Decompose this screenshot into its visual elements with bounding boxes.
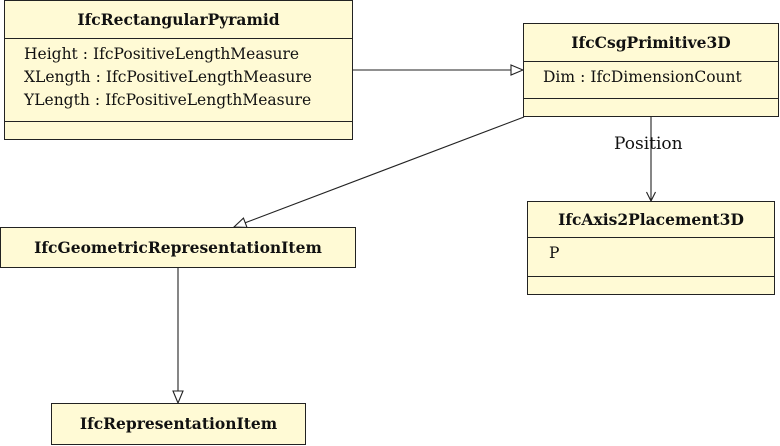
attribute-colon: :	[94, 91, 101, 109]
attribute-type: IfcPositiveLengthMeasure	[105, 68, 312, 86]
attribute-name: Height	[24, 45, 78, 63]
class-name: IfcRectangularPyramid	[77, 10, 280, 29]
attributes-section: Height:IfcPositiveLengthMeasure XLength:…	[5, 39, 352, 121]
attributes-section: P	[528, 238, 774, 276]
class-name: IfcAxis2Placement3D	[558, 210, 744, 229]
class-name: IfcRepresentationItem	[79, 414, 278, 433]
class-box-ifc-axis2-placement-3d: IfcAxis2Placement3D P	[527, 201, 775, 295]
operations-separator	[5, 121, 352, 122]
attribute-type: IfcPositiveLengthMeasure	[93, 45, 300, 63]
attribute-row: Dim:IfcDimensionCount	[543, 66, 778, 89]
attribute-name: Dim	[543, 68, 576, 86]
attribute-name: P	[549, 244, 560, 262]
attribute-row: P	[549, 242, 774, 265]
attribute-row: Height:IfcPositiveLengthMeasure	[24, 43, 352, 66]
class-box-ifc-csg-primitive-3d: IfcCsgPrimitive3D Dim:IfcDimensionCount	[523, 23, 779, 117]
attribute-row: YLength:IfcPositiveLengthMeasure	[24, 89, 352, 112]
class-name: IfcGeometricRepresentationItem	[34, 237, 322, 257]
operations-separator	[528, 276, 774, 277]
attribute-name: YLength	[24, 91, 90, 109]
attribute-type: IfcPositiveLengthMeasure	[105, 91, 312, 109]
class-box-ifc-representation-item: IfcRepresentationItem	[51, 403, 306, 445]
attribute-colon: :	[82, 45, 89, 63]
attribute-row: XLength:IfcPositiveLengthMeasure	[24, 66, 352, 89]
attributes-separator	[524, 61, 778, 62]
attribute-name: XLength	[24, 68, 91, 86]
attribute-colon: :	[580, 68, 586, 86]
attributes-separator	[5, 38, 352, 39]
attributes-section: Dim:IfcDimensionCount	[524, 62, 778, 98]
attribute-type: IfcDimensionCount	[590, 68, 742, 86]
operations-separator	[524, 98, 778, 99]
attribute-colon: :	[95, 68, 101, 86]
attributes-separator	[528, 237, 774, 238]
class-name: IfcCsgPrimitive3D	[571, 33, 731, 52]
class-box-ifc-geometric-representation-item: IfcGeometricRepresentationItem	[0, 227, 356, 268]
association-label-position: Position	[614, 134, 683, 154]
class-box-ifc-rectangular-pyramid: IfcRectangularPyramid Height:IfcPositive…	[4, 0, 353, 140]
